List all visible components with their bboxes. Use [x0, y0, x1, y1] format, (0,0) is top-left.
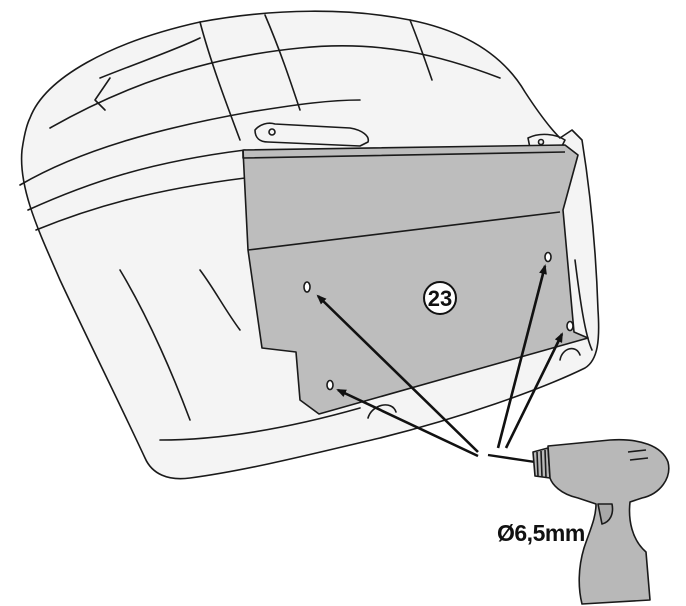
mounting-plate [242, 144, 589, 415]
plate-shape [242, 144, 589, 415]
body-rib-2 [199, 269, 241, 331]
body-contour-side [574, 259, 593, 351]
arrow-to-hole-1 [316, 294, 479, 453]
hole-mark-4 [326, 379, 334, 391]
lid-rib-2 [99, 37, 201, 79]
foot-right [559, 347, 581, 361]
lid-ridge [94, 77, 111, 111]
arrow-to-hole-2 [496, 264, 547, 449]
lid-rib-1 [49, 45, 501, 129]
hole-mark-3 [566, 320, 574, 332]
hole-mark-2 [544, 251, 552, 263]
arrow-to-hole-4 [336, 388, 479, 458]
part-callout-circle [423, 281, 457, 315]
foot-left [367, 404, 397, 419]
arrow-to-hole-3 [504, 332, 564, 449]
hole-mark-1 [303, 281, 311, 293]
drill-size-label: Ø6,5mm [497, 520, 585, 546]
plate-fold-line [247, 211, 561, 251]
latch-right-hole [537, 138, 545, 146]
lid-rib-4 [264, 14, 301, 111]
lid-rib-3 [199, 21, 241, 141]
part-number-label: 23 [428, 286, 452, 311]
plate-top-edge [242, 150, 566, 159]
body-contour-lower [159, 407, 361, 441]
drill-bit [487, 453, 536, 464]
lid-rib-5 [409, 19, 433, 81]
latch-left-hole [268, 128, 276, 136]
drill-trigger [597, 503, 614, 525]
lid-seam-bottom [35, 177, 246, 231]
power-drill-icon [532, 438, 670, 605]
part-callout: 23 [423, 281, 457, 315]
lid-seam-lower [27, 149, 246, 211]
lid-seam-upper [19, 99, 361, 186]
body-rib-1 [119, 269, 191, 421]
drill-chuck-grip [536, 449, 547, 479]
drill-arrows [316, 264, 564, 458]
drill-vents [627, 449, 649, 461]
latch-left [254, 122, 370, 147]
drill-body [547, 438, 670, 605]
